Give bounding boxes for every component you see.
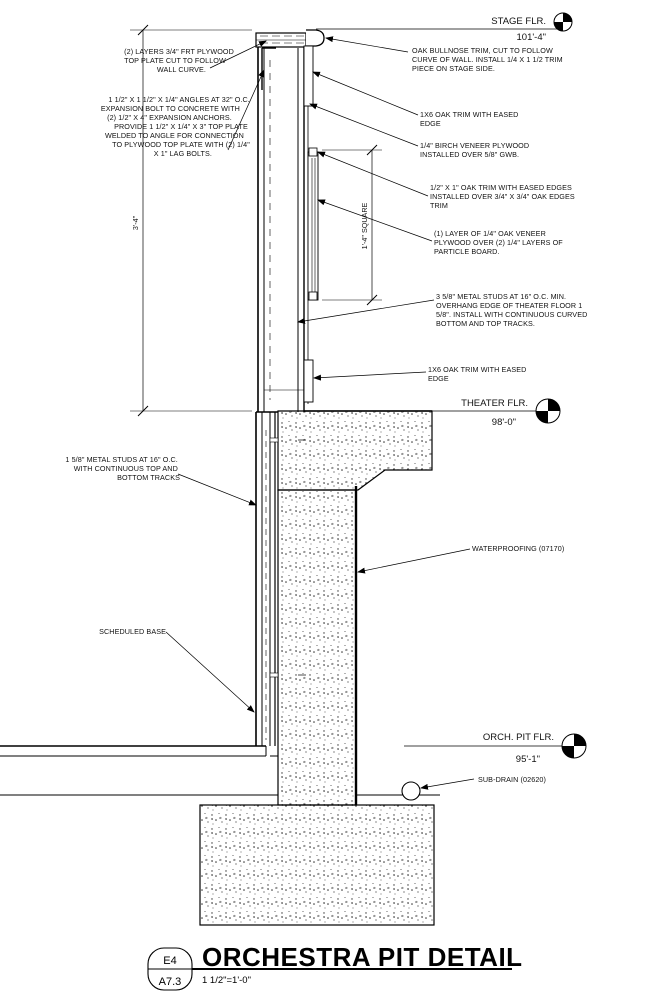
drawing-title: ORCHESTRA PIT DETAIL	[202, 942, 523, 972]
height-dimension-label: 3'-4"	[131, 215, 140, 230]
note-oak-veneer-panel: (1) LAYER OF 1/4" OAK VENEER PLYWOOD OVE…	[434, 229, 565, 256]
note-steel-angles: 1 1/2" X 1 1/2" X 1/4" ANGLES AT 32" O.C…	[101, 95, 252, 158]
sub-drain-pipe	[401, 781, 421, 801]
concrete-footing	[199, 804, 435, 926]
height-dimension: 3'-4"	[130, 24, 252, 417]
note-sub-drain: SUB-DRAIN (02620)	[478, 775, 546, 784]
stage-level-elev: 101'-4"	[517, 32, 546, 43]
level-target-icon	[553, 12, 573, 32]
level-target-icon	[535, 398, 561, 424]
title-block: E4 A7.3 ORCHESTRA PIT DETAIL 1 1/2"=1'-0…	[147, 942, 523, 991]
orch-level-elev: 95'-1"	[516, 754, 540, 765]
panel-dimension-label: 1'-4" SQUARE	[360, 202, 369, 249]
upper-stud-wall	[257, 40, 305, 412]
note-oak-trim-bottom: 1X6 OAK TRIM WITH EASED EDGE	[428, 365, 529, 383]
theater-level-label: THEATER FLR.	[461, 398, 528, 409]
note-lower-metal-studs: 1 5/8" METAL STUDS AT 16" O.C. WITH CONT…	[65, 455, 180, 482]
theater-level-marker: THEATER FLR. 98'-0"	[432, 398, 561, 428]
plywood-top-plate	[255, 32, 307, 48]
oak-bullnose-trim	[306, 29, 325, 47]
pit-floor	[0, 745, 440, 805]
stage-level-label: STAGE FLR.	[491, 16, 546, 27]
finish-layers	[303, 45, 319, 412]
stage-level-marker: STAGE FLR. 101'-4"	[316, 12, 573, 43]
level-target-icon	[561, 733, 587, 759]
drawing-scale: 1 1/2"=1'-0"	[202, 975, 251, 986]
note-oak-trim-top: 1X6 OAK TRIM WITH EASED EDGE	[420, 110, 521, 128]
steel-angle	[261, 47, 276, 90]
panel-dimension: 1'-4" SQUARE	[322, 144, 382, 306]
orch-level-marker: ORCH. PIT FLR. 95'-1"	[404, 732, 587, 765]
note-waterproofing: WATERPROOFING (07170)	[472, 544, 564, 553]
note-birch-veneer: 1/4" BIRCH VENEER PLYWOOD INSTALLED OVER…	[420, 141, 531, 159]
note-plywood-top-plate: (2) LAYERS 3/4" FRT PLYWOOD TOP PLATE CU…	[124, 47, 236, 74]
note-scheduled-base: SCHEDULED BASE	[99, 627, 166, 636]
theater-level-elev: 98'-0"	[492, 417, 516, 428]
sheet-number: A7.3	[159, 976, 182, 988]
leader-lines	[165, 36, 475, 790]
note-upper-metal-studs: 3 5/8" METAL STUDS AT 16" O.C. MIN. OVER…	[436, 292, 590, 328]
concrete-slab	[277, 410, 433, 491]
note-bullnose-trim: OAK BULLNOSE TRIM, CUT TO FOLLOW CURVE O…	[412, 46, 565, 73]
concrete-wall	[277, 489, 357, 806]
lower-stud-wall	[255, 411, 306, 746]
orch-level-label: ORCH. PIT FLR.	[483, 732, 554, 743]
note-oak-edge-trim: 1/2" X 1" OAK TRIM WITH EASED EDGES INST…	[430, 183, 577, 210]
detail-number: E4	[163, 955, 176, 967]
